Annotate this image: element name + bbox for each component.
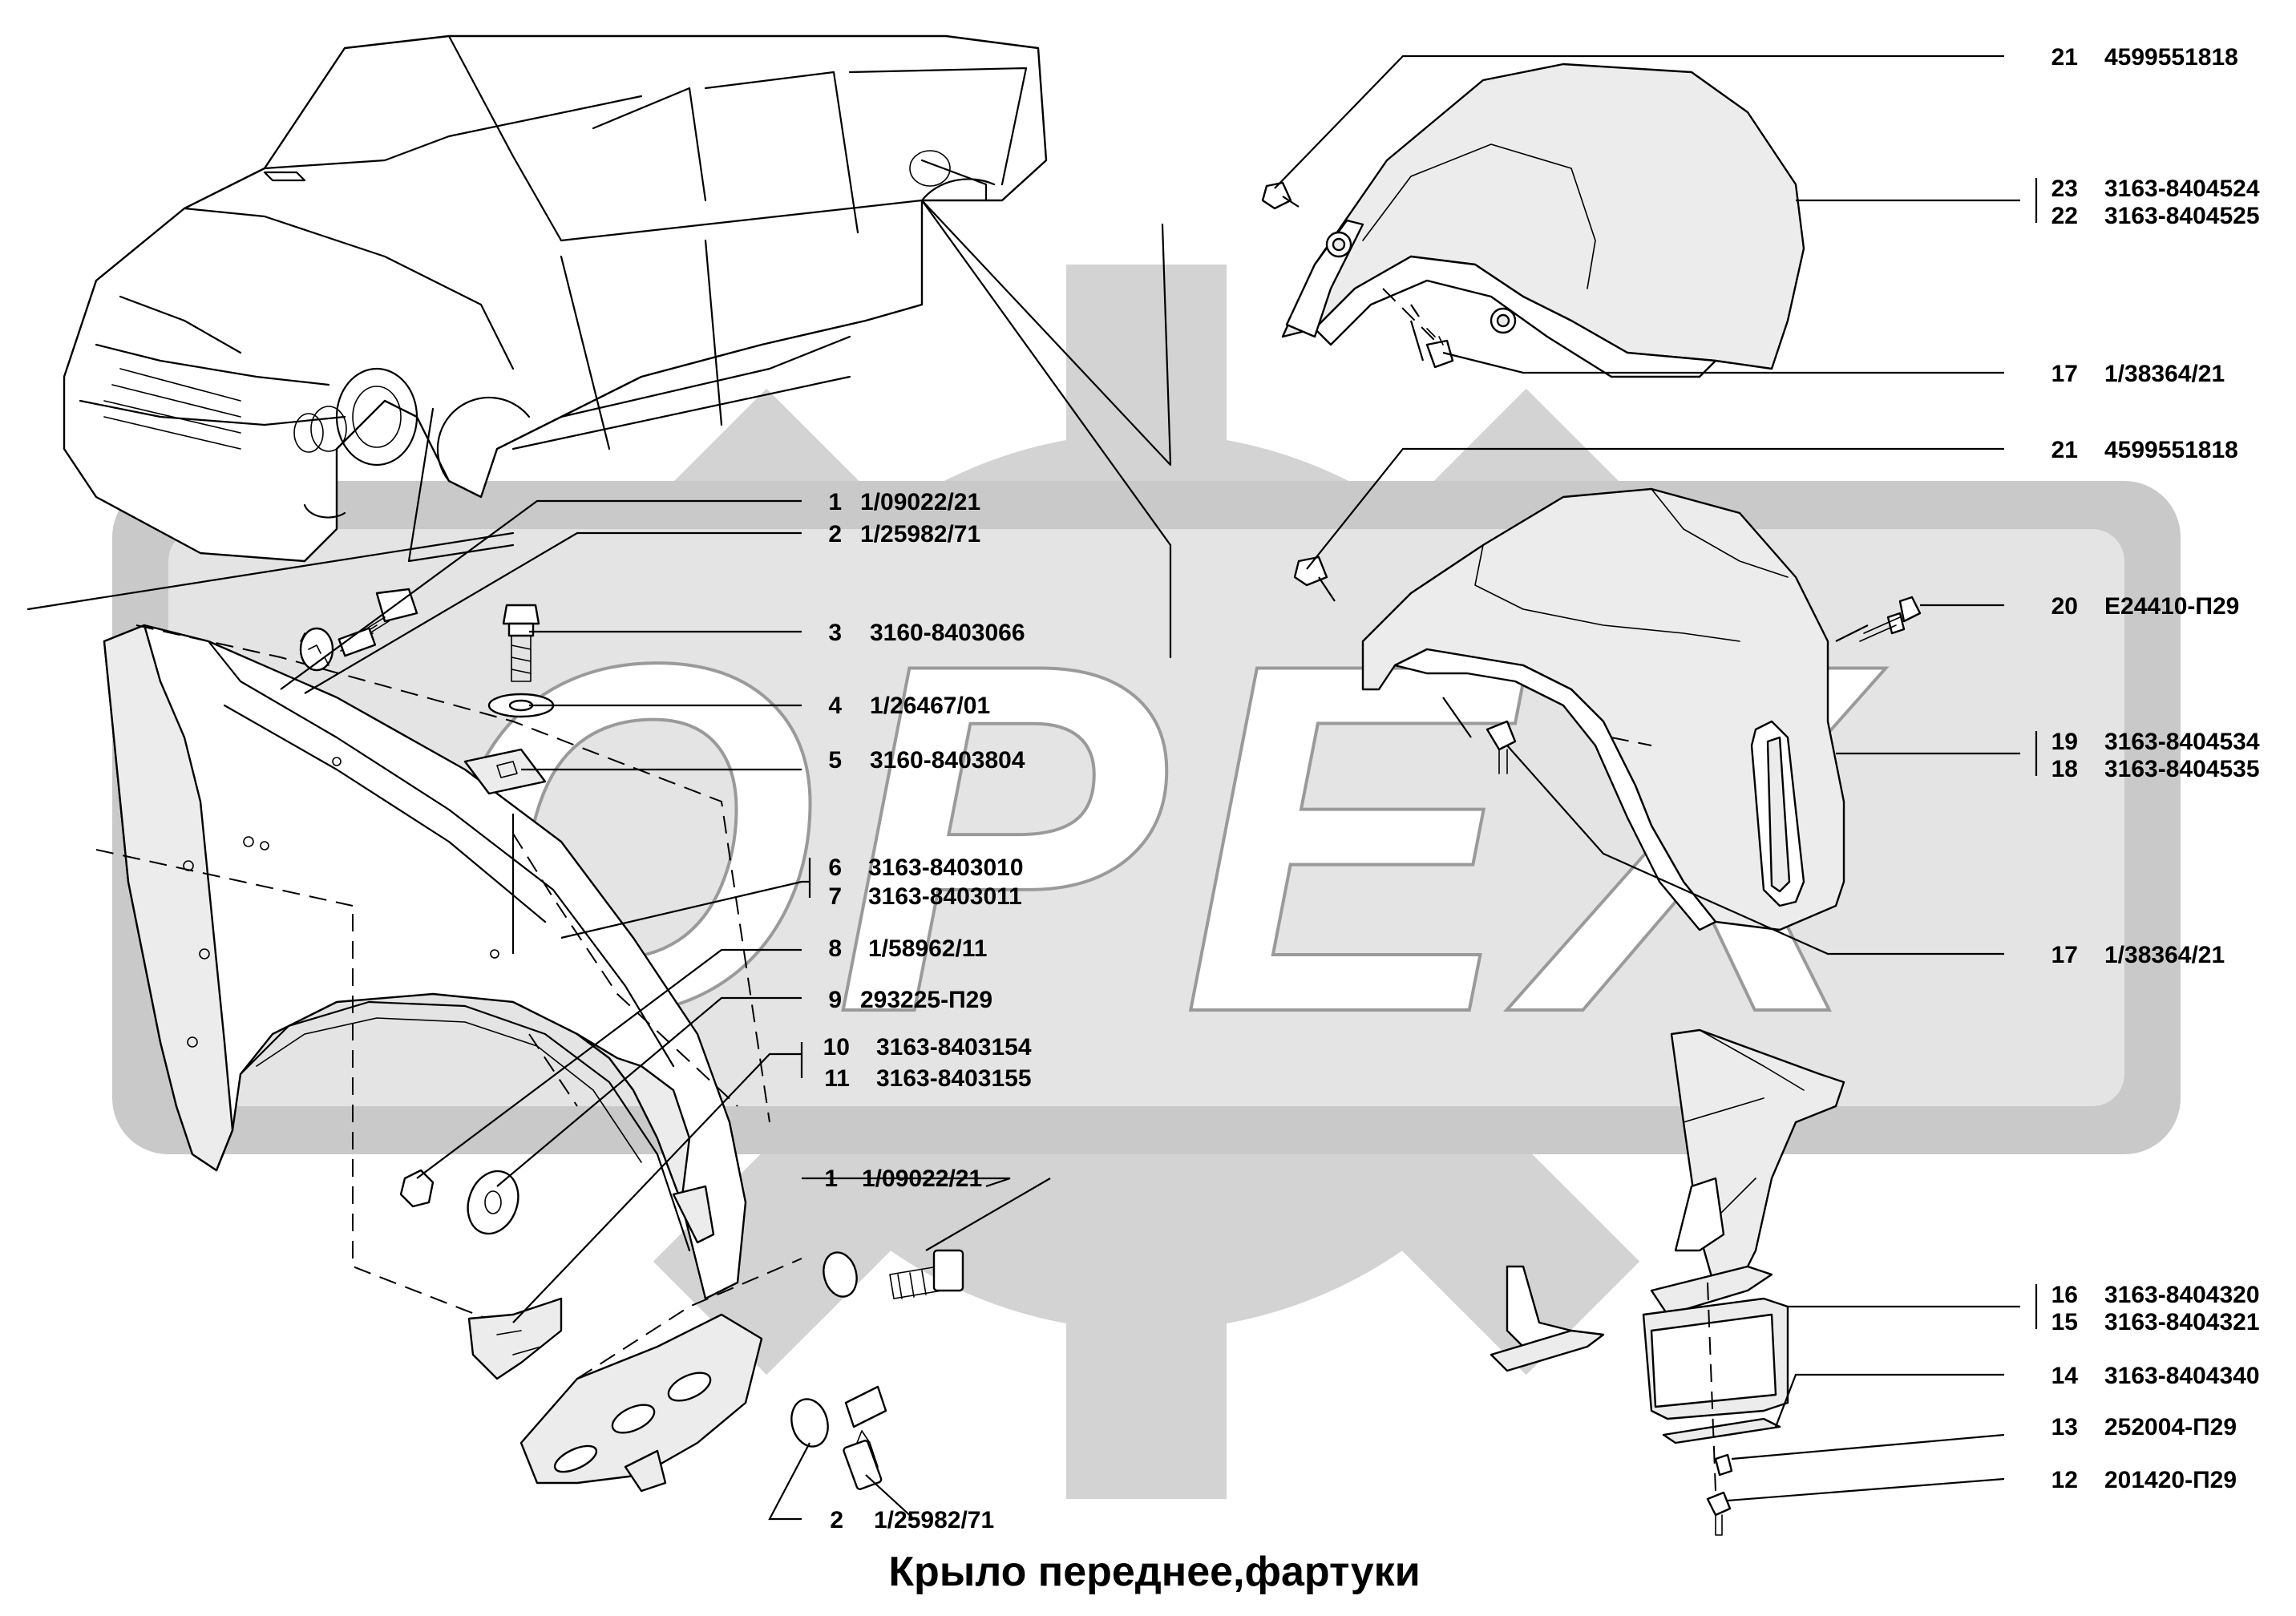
callout-code: 3163-8403011 [868,883,1022,910]
callout-num: 21 [2051,44,2078,71]
leader-lines [280,55,2038,1521]
callout-num: 14 [2051,1363,2079,1389]
callout-code: 3163-8404340 [2104,1363,2260,1389]
diagram-title: Крыло переднее,фартуки [888,1549,1420,1595]
callout-code: 3163-8404525 [2104,203,2260,229]
callout-num: 16 [2051,1282,2078,1308]
rear-liner-middle [1293,487,1922,931]
callout-num: 1 [828,489,842,515]
callout-code: 3163-8403154 [876,1034,1032,1060]
rear-liner-top [1261,63,1805,378]
callout-code: 1/58962/11 [868,935,988,962]
callout-num: 10 [823,1034,850,1060]
callout-num: 12 [2051,1467,2078,1493]
callout-num: 15 [2051,1309,2078,1335]
callout-code: 201420-П29 [2104,1467,2237,1493]
callout-num: 23 [2051,176,2078,202]
callout-num: 19 [2051,729,2078,755]
callout-num: 7 [828,883,842,910]
callout-code: 252004-П29 [2104,1414,2237,1440]
callout-num: 2 [830,1507,843,1533]
callout-num: 13 [2051,1414,2078,1440]
vehicle-illustration [63,34,1048,563]
callout-num: 8 [828,935,842,962]
callout-num: 18 [2051,756,2078,782]
callout-code: 1/09022/21 [860,489,980,515]
section-dividers [26,199,1172,659]
callout-num: 1 [824,1166,838,1192]
callout-num: 20 [2051,593,2078,620]
callout-code: 3163-8404535 [2104,756,2260,782]
callout-num: 4 [828,693,842,719]
callout-num: 22 [2051,203,2078,229]
callout-code: 1/25982/71 [860,521,980,547]
callout-num: 21 [2051,437,2078,463]
callout-num: 9 [828,987,842,1013]
callout-code: 3163-8404320 [2104,1282,2260,1308]
callout-code: 3163-8403010 [868,854,1024,881]
callout-code: 3160-8403804 [870,747,1025,774]
callout-code: 3163-8404534 [2104,729,2260,755]
callout-code: 1/09022/21 [862,1166,982,1192]
callout-code: 3163-8403155 [876,1065,1032,1092]
callout-num: 5 [828,747,842,774]
fender-fasteners [299,588,964,1493]
callout-code: 1/38364/21 [2104,361,2225,387]
callout-num: 2 [828,521,842,547]
callout-num: 17 [2051,942,2078,968]
callout-code: 1/25982/71 [874,1507,994,1533]
callout-labels: 1 1/09022/21 2 1/25982/71 3 3160-8403066… [823,44,2260,1533]
callout-code: E24410-П29 [2104,593,2239,620]
callout-num: 11 [824,1065,850,1092]
callout-code: 293225-П29 [860,987,992,1013]
callout-code: 3160-8403066 [870,620,1025,646]
watermark-text: OPEX [432,561,1887,1116]
callout-num: 6 [828,854,842,881]
callout-code: 4599551818 [2104,437,2238,463]
callout-num: 3 [828,620,842,646]
mudflap-assembly [1490,1028,1845,1536]
callout-code: 4599551818 [2104,44,2238,71]
callout-code: 1/26467/01 [870,693,990,719]
callout-num: 17 [2051,361,2078,387]
callout-code: 3163-8404321 [2104,1309,2260,1335]
callout-code: 1/38364/21 [2104,942,2225,968]
callout-code: 3163-8404524 [2104,176,2260,202]
